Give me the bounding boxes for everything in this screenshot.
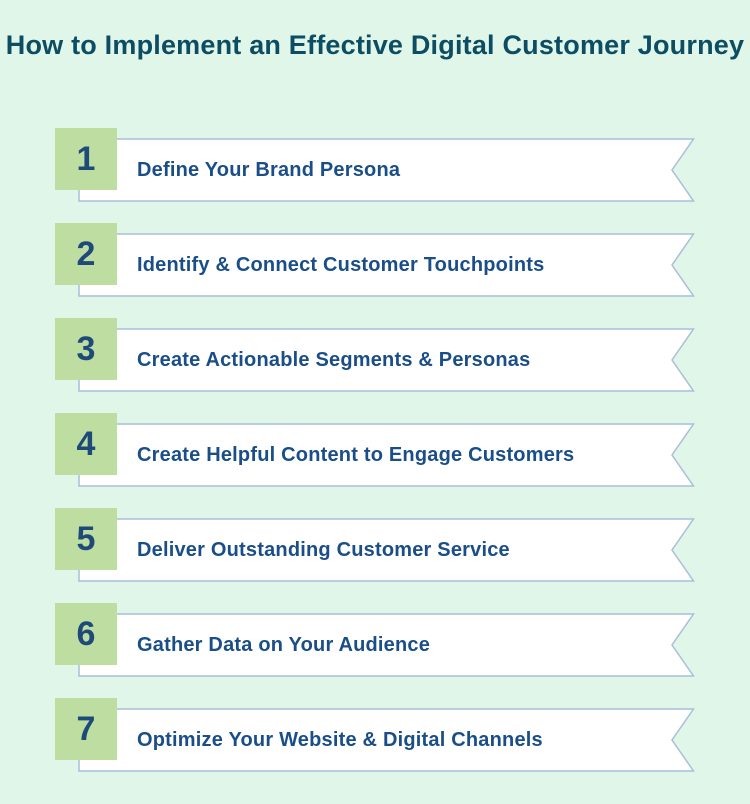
step-number-badge: 5	[55, 508, 117, 570]
step-label: Define Your Brand Persona	[137, 158, 401, 181]
step-banner: Define Your Brand Persona	[78, 138, 695, 202]
page-title: How to Implement an Effective Digital Cu…	[5, 30, 745, 60]
step-banner: Deliver Outstanding Customer Service	[78, 518, 695, 582]
step-row: Gather Data on Your Audience 6	[0, 603, 750, 698]
step-banner: Identify & Connect Customer Touchpoints	[78, 233, 695, 297]
ribbon-banner-shape	[78, 138, 695, 202]
step-number-badge: 6	[55, 603, 117, 665]
step-row: Create Actionable Segments & Personas 3	[0, 318, 750, 413]
step-banner: Optimize Your Website & Digital Channels	[78, 708, 695, 772]
step-number-badge: 4	[55, 413, 117, 475]
step-banner: Create Actionable Segments & Personas	[78, 328, 695, 392]
step-row: Create Helpful Content to Engage Custome…	[0, 413, 750, 508]
step-label: Deliver Outstanding Customer Service	[137, 538, 510, 561]
ribbon-banner-shape	[78, 233, 695, 297]
step-row: Optimize Your Website & Digital Channels…	[0, 698, 750, 793]
step-number-badge: 3	[55, 318, 117, 380]
ribbon-banner-shape	[78, 613, 695, 677]
steps-list: Define Your Brand Persona 1 Identify & C…	[0, 128, 750, 793]
step-number-badge: 2	[55, 223, 117, 285]
step-label: Optimize Your Website & Digital Channels	[137, 728, 543, 751]
step-row: Deliver Outstanding Customer Service 5	[0, 508, 750, 603]
step-banner: Gather Data on Your Audience	[78, 613, 695, 677]
step-number-badge: 7	[55, 698, 117, 760]
step-label: Create Helpful Content to Engage Custome…	[137, 443, 575, 466]
step-label: Identify & Connect Customer Touchpoints	[137, 253, 545, 276]
step-row: Define Your Brand Persona 1	[0, 128, 750, 223]
step-label: Create Actionable Segments & Personas	[137, 348, 531, 371]
step-banner: Create Helpful Content to Engage Custome…	[78, 423, 695, 487]
step-row: Identify & Connect Customer Touchpoints …	[0, 223, 750, 318]
ribbon-banner-shape	[78, 423, 695, 487]
ribbon-banner-shape	[78, 518, 695, 582]
step-number-badge: 1	[55, 128, 117, 190]
step-label: Gather Data on Your Audience	[137, 633, 431, 656]
ribbon-banner-shape	[78, 328, 695, 392]
ribbon-banner-shape	[78, 708, 695, 772]
